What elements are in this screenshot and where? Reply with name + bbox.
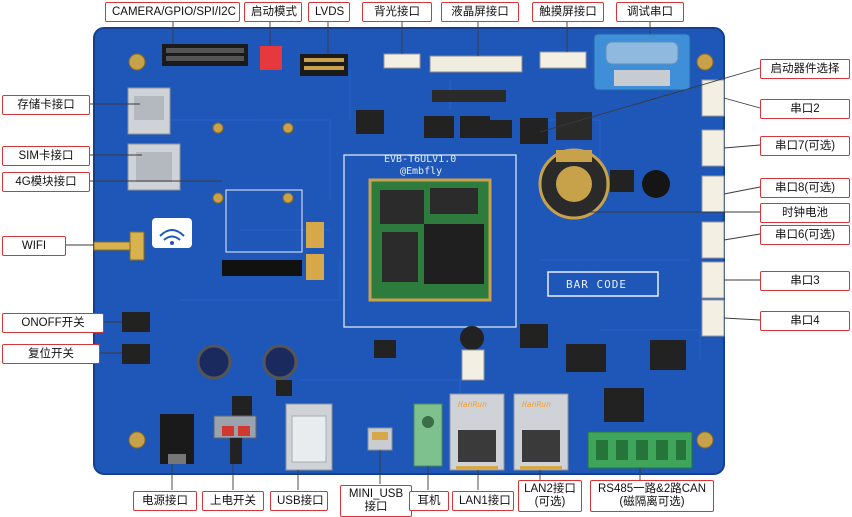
label-sd-card: 存储卡接口 (2, 95, 90, 115)
label-rs485-can: RS485一路&2路CAN (磁隔离可选) (590, 480, 714, 512)
mounting-holes (128, 53, 714, 449)
barcode-text: BAR CODE (566, 278, 627, 291)
misc-ics (232, 110, 686, 422)
reset-tact-switch (122, 344, 150, 364)
serial-connectors (701, 79, 725, 337)
lvds-header (300, 54, 348, 76)
label-lan2: LAN2接口 (可选) (518, 480, 582, 512)
som-outline (343, 154, 517, 328)
backlight-connector (383, 53, 421, 69)
label-rtc-battery: 时钟电池 (760, 203, 850, 223)
label-serial2: 串口2 (760, 99, 850, 119)
module-4g-pad (225, 189, 303, 253)
onoff-tact-switch (122, 312, 150, 332)
label-usb: USB接口 (270, 491, 328, 511)
label-mini-usb: MINI_USB 接口 (340, 485, 412, 517)
label-boot-device: 启动器件选择 (760, 59, 850, 79)
barcode-box (547, 271, 659, 297)
label-power-switch: 上电开关 (202, 491, 264, 511)
label-camera-gpio: CAMERA/GPIO/SPI/I2C (105, 2, 240, 22)
touch-connector (539, 51, 587, 69)
label-serial4: 串口4 (760, 311, 850, 331)
label-lcd: 液晶屏接口 (441, 2, 519, 22)
earphone-jack (413, 403, 443, 467)
label-reset: 复位开关 (2, 344, 100, 364)
label-lan1: LAN1接口 (452, 491, 514, 511)
label-lvds: LVDS (308, 2, 350, 22)
label-serial7: 串口7(可选) (760, 136, 850, 156)
label-power-jack: 电源接口 (133, 491, 197, 511)
label-debug-serial: 调试串口 (616, 2, 684, 22)
board-brand-text: @Embfly (400, 166, 443, 177)
label-4g-module: 4G模块接口 (2, 172, 90, 192)
label-sim-card: SIM卡接口 (2, 146, 90, 166)
callout-lines (66, 20, 761, 490)
lan2-brand-text: HanRun (522, 400, 551, 409)
label-earphone: 耳机 (409, 491, 449, 511)
label-serial3: 串口3 (760, 271, 850, 291)
label-backlight: 背光接口 (362, 2, 432, 22)
label-onoff: ONOFF开关 (2, 313, 104, 333)
label-boot-mode: 启动模式 (244, 2, 302, 22)
lcd-connector (429, 55, 523, 73)
label-serial6: 串口6(可选) (760, 225, 850, 245)
label-touch: 触摸屏接口 (532, 2, 604, 22)
board-model-text: EVB-T6ULV1.0 (384, 154, 457, 165)
inductors (196, 326, 484, 380)
mini-pcie-slot (222, 260, 302, 276)
label-serial8: 串口8(可选) (760, 178, 850, 198)
boot-mode-jumper (260, 46, 282, 70)
label-wifi: WIFI (2, 236, 66, 256)
gpio-header (162, 44, 248, 66)
lan1-brand-text: HanRun (458, 400, 487, 409)
